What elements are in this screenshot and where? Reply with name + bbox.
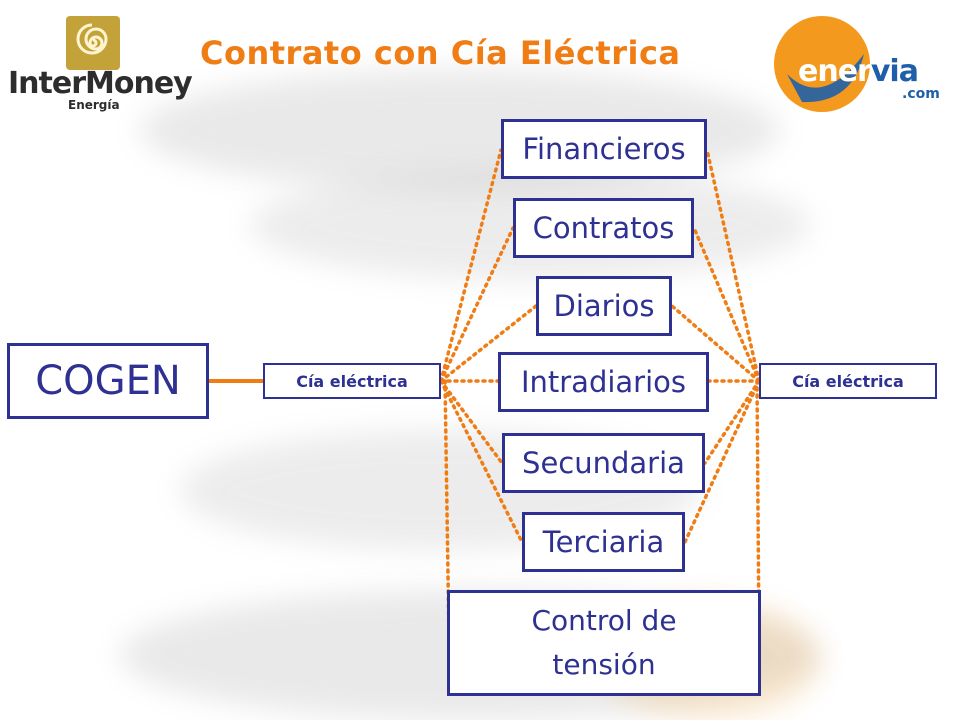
enervia-domain: .com [902,86,940,102]
left-company-node: Cía eléctrica [263,363,441,399]
connector-left-financieros [439,148,503,383]
market-node-secundaria: Secundaria [502,433,705,493]
connector-right-contratos [692,226,761,383]
right-company-node: Cía eléctrica [759,363,937,399]
enervia-part-ener: ener [798,54,872,89]
enervia-part-via: via [870,54,919,89]
enervia-circle-icon [774,16,870,112]
connector-right-terciaria [683,379,761,544]
connector-right-secundaria [703,379,761,465]
cogen-node: COGEN [7,343,209,419]
page-title: Contrato con Cía Eléctrica [200,34,681,72]
connector-left-terciaria [439,379,524,544]
control-label-line-1: Control de [531,604,677,637]
control-label-line-2: tensión [552,648,656,681]
connector-left-secundaria [439,379,504,465]
market-node-contratos: Contratos [513,198,694,258]
intermoney-subtitle: Energía [68,98,120,112]
market-node-terciaria: Terciaria [522,512,685,572]
connector-left-contratos [439,226,515,383]
connector-left-diarios [439,304,538,383]
enervia-wordmark: enervia [798,54,919,89]
connector-right-financieros [705,148,761,383]
market-node-financieros: Financieros [501,119,707,179]
market-node-control-tension: Control de tensión [447,590,761,696]
market-node-intradiarios: Intradiarios [498,352,709,412]
market-node-diarios: Diarios [536,276,672,336]
intermoney-spiral-icon [66,16,120,70]
intermoney-name: InterMoney [8,66,193,101]
connector-right-diarios [670,304,761,383]
